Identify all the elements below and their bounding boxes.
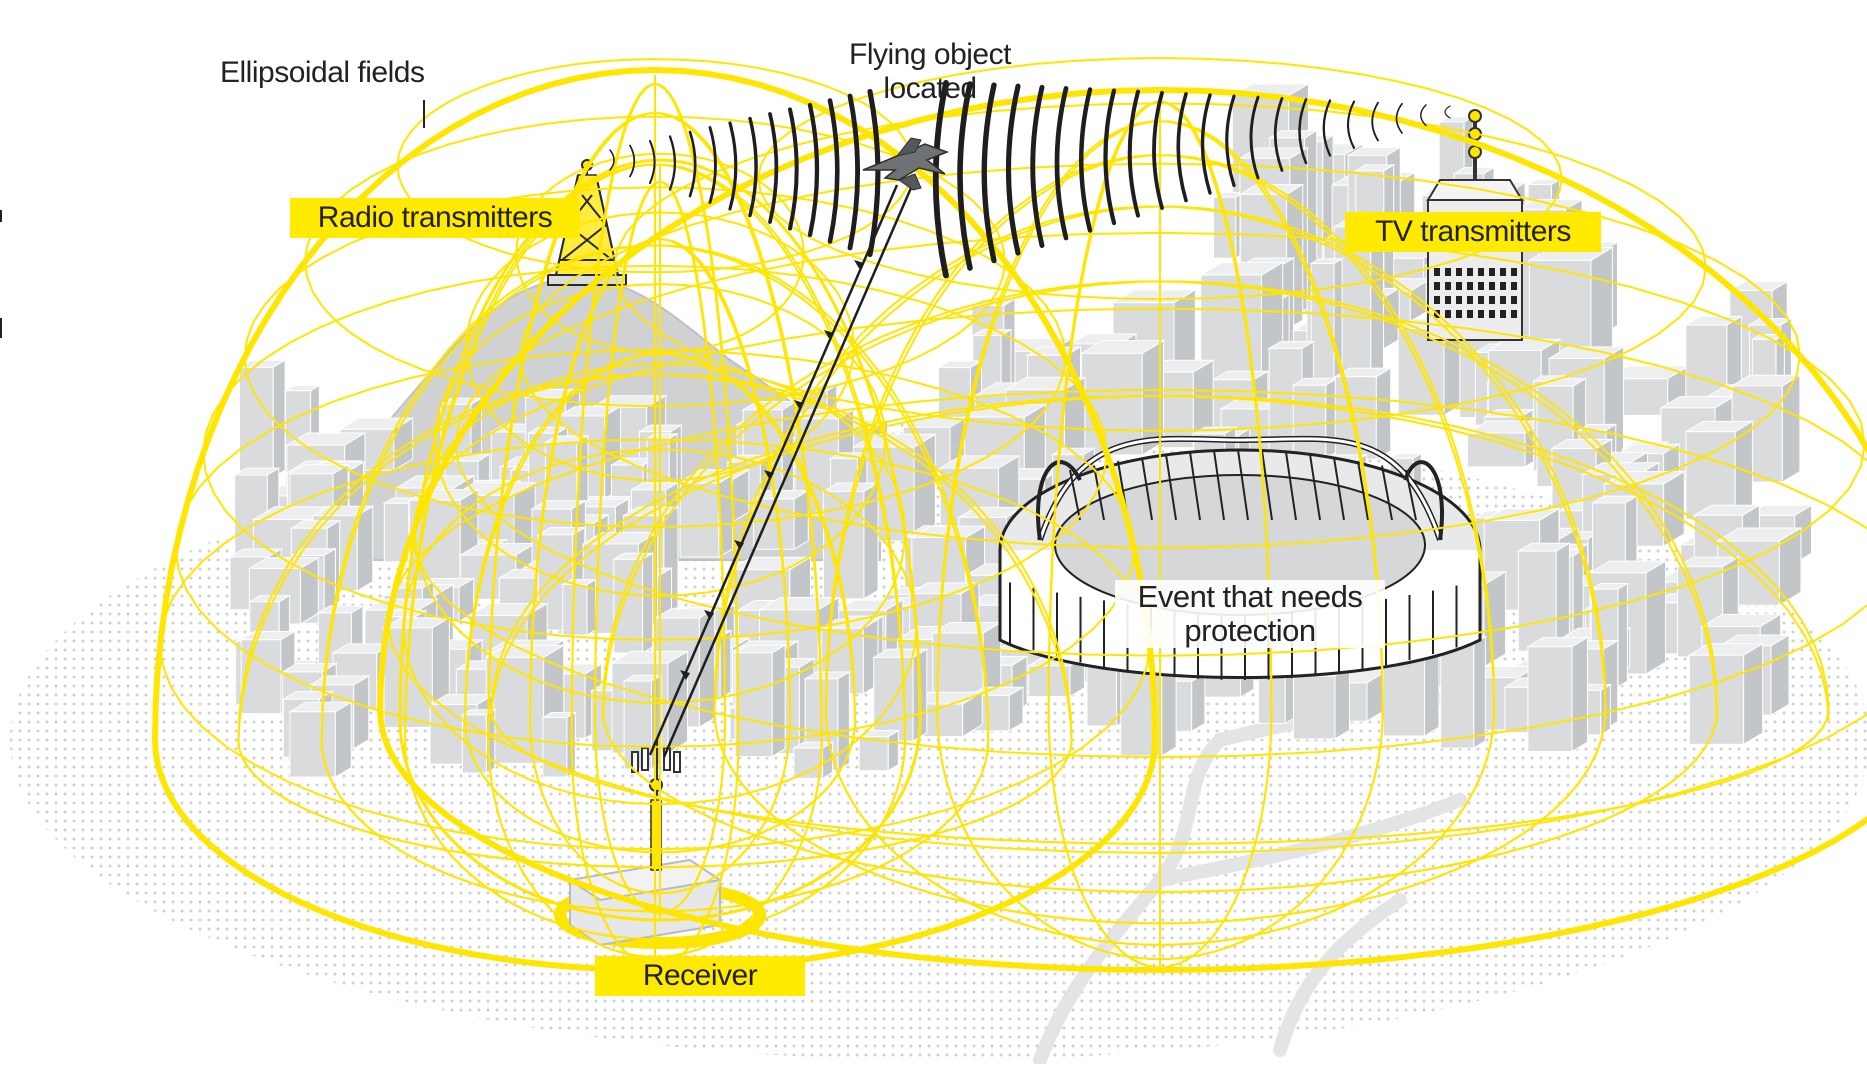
event-label-line1: Event that needs bbox=[1137, 579, 1363, 614]
tv-transmitters-label: TV transmitters bbox=[1345, 212, 1601, 252]
event-label: Event that needs protection bbox=[1115, 580, 1385, 648]
signal-paths bbox=[648, 184, 913, 758]
ellipsoidal-fields bbox=[151, 56, 1867, 974]
transmitter-wavefronts bbox=[609, 79, 1451, 279]
signal-path-arrows bbox=[680, 260, 864, 680]
receiver-label: Receiver bbox=[595, 956, 805, 996]
jet-aircraft-icon bbox=[862, 137, 950, 191]
ellipsoidal-fields-label: Ellipsoidal fields bbox=[220, 56, 425, 89]
radio-transmitters-label: Radio transmitters bbox=[290, 198, 580, 238]
flying-object-label-line1: Flying object bbox=[849, 38, 1011, 71]
event-label-line2: protection bbox=[1184, 613, 1316, 648]
flying-object-label: Flying object located bbox=[840, 38, 1020, 106]
flying-object-label-line2: located bbox=[883, 72, 977, 105]
